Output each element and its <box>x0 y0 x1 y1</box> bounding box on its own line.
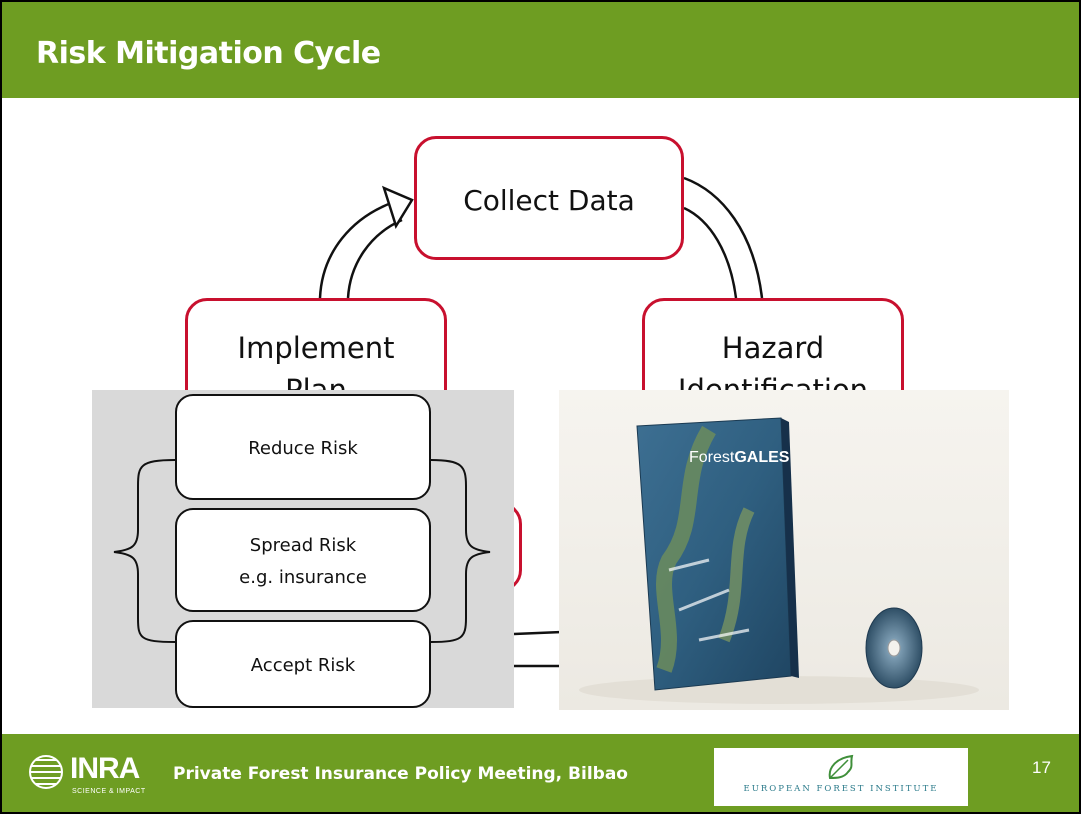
risk-options-panel: Reduce Risk Spread Risk e.g. insurance A… <box>92 390 514 708</box>
inra-logo-text: INRA <box>70 752 140 785</box>
book-title-forest: Forest <box>689 449 735 466</box>
collect-data-label: Collect Data <box>463 184 635 217</box>
reduce-risk-box: Reduce Risk <box>175 394 431 500</box>
oak-leaf-icon <box>828 754 854 780</box>
spread-risk-example: e.g. insurance <box>239 567 367 588</box>
spread-risk-box: Spread Risk e.g. insurance <box>175 508 431 612</box>
reduce-risk-label: Reduce Risk <box>248 438 358 459</box>
implement-plan-line1: Implement <box>237 331 395 365</box>
book-title-gales: GALES <box>734 449 789 466</box>
accept-risk-box: Accept Risk <box>175 620 431 708</box>
book-title: ForestGALES <box>689 449 790 466</box>
spread-risk-label: Spread Risk <box>249 535 357 556</box>
page-number: 17 <box>1032 758 1051 777</box>
efi-logo-text: EUROPEAN FOREST INSTITUTE <box>743 784 939 794</box>
efi-logo: EUROPEAN FOREST INSTITUTE <box>714 748 968 806</box>
slide-title: Risk Mitigation Cycle <box>36 36 381 71</box>
footer-bar: INRA SCIENCE & IMPACT Private Forest Ins… <box>2 734 1079 812</box>
inra-tagline: SCIENCE & IMPACT <box>72 788 146 795</box>
inra-logo: INRA SCIENCE & IMPACT <box>28 748 168 800</box>
title-bar: Risk Mitigation Cycle <box>2 2 1079 98</box>
hazard-line1: Hazard <box>721 331 825 365</box>
accept-risk-label: Accept Risk <box>250 655 356 676</box>
forestgales-book-and-cd-image: ForestGALES <box>579 417 979 704</box>
forestgales-photo: ForestGALES <box>559 390 1009 710</box>
inra-globe-icon <box>29 755 63 789</box>
collect-data-box: Collect Data <box>414 136 684 260</box>
meeting-name: Private Forest Insurance Policy Meeting,… <box>173 764 628 784</box>
brace-shapes <box>113 459 491 643</box>
